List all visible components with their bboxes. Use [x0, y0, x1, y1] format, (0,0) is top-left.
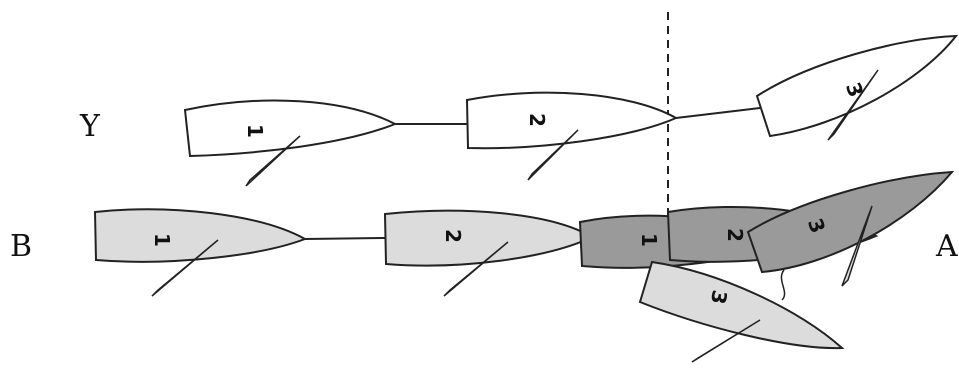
boat-b3-number: 3 — [706, 288, 732, 306]
boat-a2-number: 2 — [723, 228, 747, 242]
boat-b1-sail — [151, 239, 219, 297]
team-y-row: 1 2 3 — [183, 34, 959, 187]
team-b-row: 1 2 — [93, 208, 595, 297]
team-a-label: A — [936, 229, 958, 264]
boat-a3-hull — [746, 170, 955, 274]
boat-y1-sail — [245, 135, 301, 187]
boat-y1-number: 1 — [243, 124, 267, 138]
team-y-connector-2-3 — [675, 107, 761, 119]
boat-b2-sail — [443, 241, 509, 297]
boat-b3-rope — [780, 269, 786, 301]
boat-y3-hull — [755, 34, 959, 138]
boat-b1-hull — [93, 208, 308, 263]
boat-y2: 2 — [465, 91, 679, 181]
boat-b3-sail — [691, 319, 761, 363]
boat-b1-number: 1 — [150, 233, 174, 247]
boat-b3-hull — [638, 260, 845, 350]
team-y-label: Y — [80, 109, 100, 144]
boat-b3: 3 — [638, 260, 845, 363]
boat-y2-sail — [527, 129, 579, 181]
team-a-cluster: 1 2 3 3 — [578, 170, 955, 363]
team-b-connector-1-2 — [304, 237, 386, 240]
boat-y2-hull — [465, 91, 679, 150]
boat-b1: 1 — [93, 208, 308, 297]
boat-b2-number: 2 — [441, 229, 465, 243]
boat-y3-sail — [827, 69, 879, 141]
boat-y3: 3 — [755, 34, 959, 141]
boat-a3: 3 — [746, 170, 955, 287]
boat-y2-number: 2 — [525, 113, 549, 127]
boat-y1-hull — [183, 99, 398, 158]
team-b-label: B — [10, 229, 33, 264]
boat-a1-number: 1 — [637, 233, 661, 247]
boat-b2: 2 — [383, 209, 595, 297]
boat-y1: 1 — [183, 99, 398, 187]
boat-a3-sail — [841, 205, 873, 287]
